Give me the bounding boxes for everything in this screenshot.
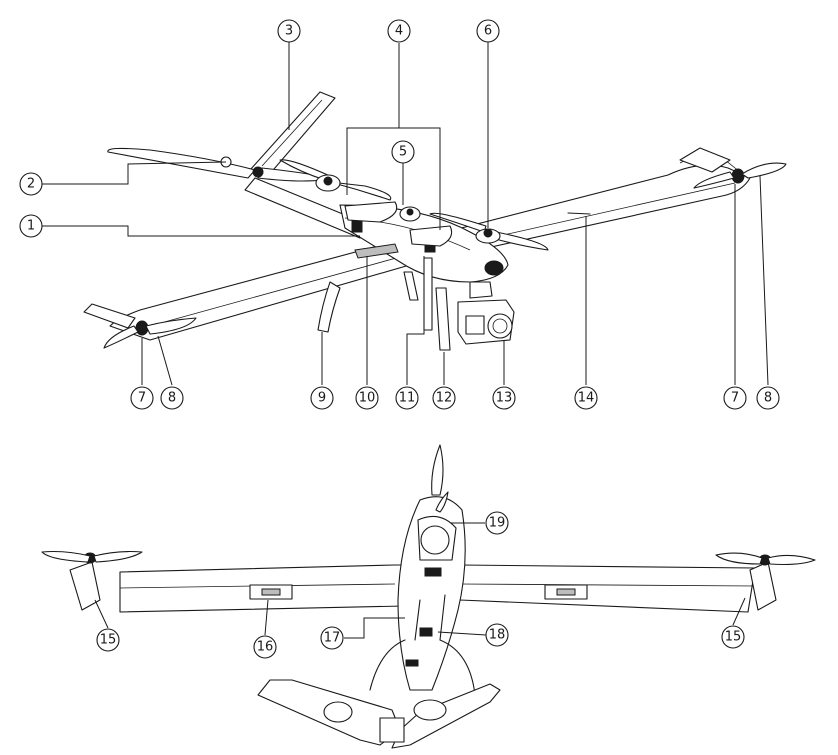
svg-text:2: 2 xyxy=(27,177,35,192)
callout-15-right: 15 xyxy=(721,625,745,649)
bottom-nose-propeller xyxy=(431,444,449,513)
svg-text:12: 12 xyxy=(436,391,453,406)
callout-16: 16 xyxy=(253,635,277,659)
callout-10: 10 xyxy=(355,386,379,410)
callout-13: 13 xyxy=(492,386,516,410)
landing-gear xyxy=(317,257,451,351)
callout-17: 17 xyxy=(320,626,344,650)
callout-8-left: 8 xyxy=(160,386,184,410)
callout-5: 5 xyxy=(391,140,415,164)
svg-text:11: 11 xyxy=(399,391,416,406)
callout-18: 18 xyxy=(485,623,509,647)
bottom-v-tail xyxy=(257,679,501,749)
svg-text:4: 4 xyxy=(395,24,403,39)
svg-text:10: 10 xyxy=(359,391,376,406)
mid-lift-propeller xyxy=(279,159,392,201)
svg-text:15: 15 xyxy=(100,633,117,648)
svg-text:1: 1 xyxy=(27,219,35,234)
callout-11: 11 xyxy=(395,386,419,410)
bottom-right-motor xyxy=(715,552,816,611)
battery-hatch xyxy=(344,201,453,259)
callout-9: 9 xyxy=(310,386,334,410)
callout-6: 6 xyxy=(476,19,500,43)
aircraft-bottom-view xyxy=(41,444,816,749)
bottom-left-motor xyxy=(41,550,143,611)
svg-text:5: 5 xyxy=(399,145,407,160)
wing-vents xyxy=(249,584,588,600)
front-lift-propeller xyxy=(429,212,549,251)
bottom-leader-lines xyxy=(94,522,746,639)
callout-2: 2 xyxy=(19,172,43,196)
svg-text:9: 9 xyxy=(318,391,326,406)
svg-text:16: 16 xyxy=(257,640,274,655)
top-leader-lines xyxy=(42,42,769,386)
tail-boom xyxy=(244,177,373,239)
callout-7-right: 7 xyxy=(723,386,747,410)
pitot-tube xyxy=(567,212,591,215)
svg-text:7: 7 xyxy=(138,391,146,406)
callout-4: 4 xyxy=(387,19,411,43)
svg-text:14: 14 xyxy=(578,391,595,406)
callout-7-left: 7 xyxy=(130,386,154,410)
callout-19: 19 xyxy=(485,511,509,535)
svg-text:6: 6 xyxy=(484,24,492,39)
callout-3: 3 xyxy=(277,19,301,43)
svg-text:7: 7 xyxy=(731,391,739,406)
right-wingtip-motor xyxy=(679,147,745,184)
svg-text:8: 8 xyxy=(168,391,176,406)
bottom-fuselage xyxy=(397,496,466,691)
right-wingtip-propeller xyxy=(693,162,787,189)
svg-text:15: 15 xyxy=(725,630,742,645)
callout-1: 1 xyxy=(19,214,43,238)
left-wingtip-propeller xyxy=(103,317,197,349)
svg-text:19: 19 xyxy=(489,516,506,531)
svg-text:8: 8 xyxy=(764,391,772,406)
center-motor xyxy=(399,206,421,222)
svg-text:17: 17 xyxy=(324,631,341,646)
callout-14: 14 xyxy=(574,386,598,410)
svg-text:18: 18 xyxy=(489,628,506,643)
svg-text:13: 13 xyxy=(496,391,513,406)
svg-text:3: 3 xyxy=(285,24,293,39)
gimbal-camera xyxy=(457,281,515,345)
callout-15-left: 15 xyxy=(96,628,120,652)
aircraft-top-view xyxy=(83,91,787,351)
callout-12: 12 xyxy=(432,386,456,410)
callout-8-right: 8 xyxy=(756,386,780,410)
